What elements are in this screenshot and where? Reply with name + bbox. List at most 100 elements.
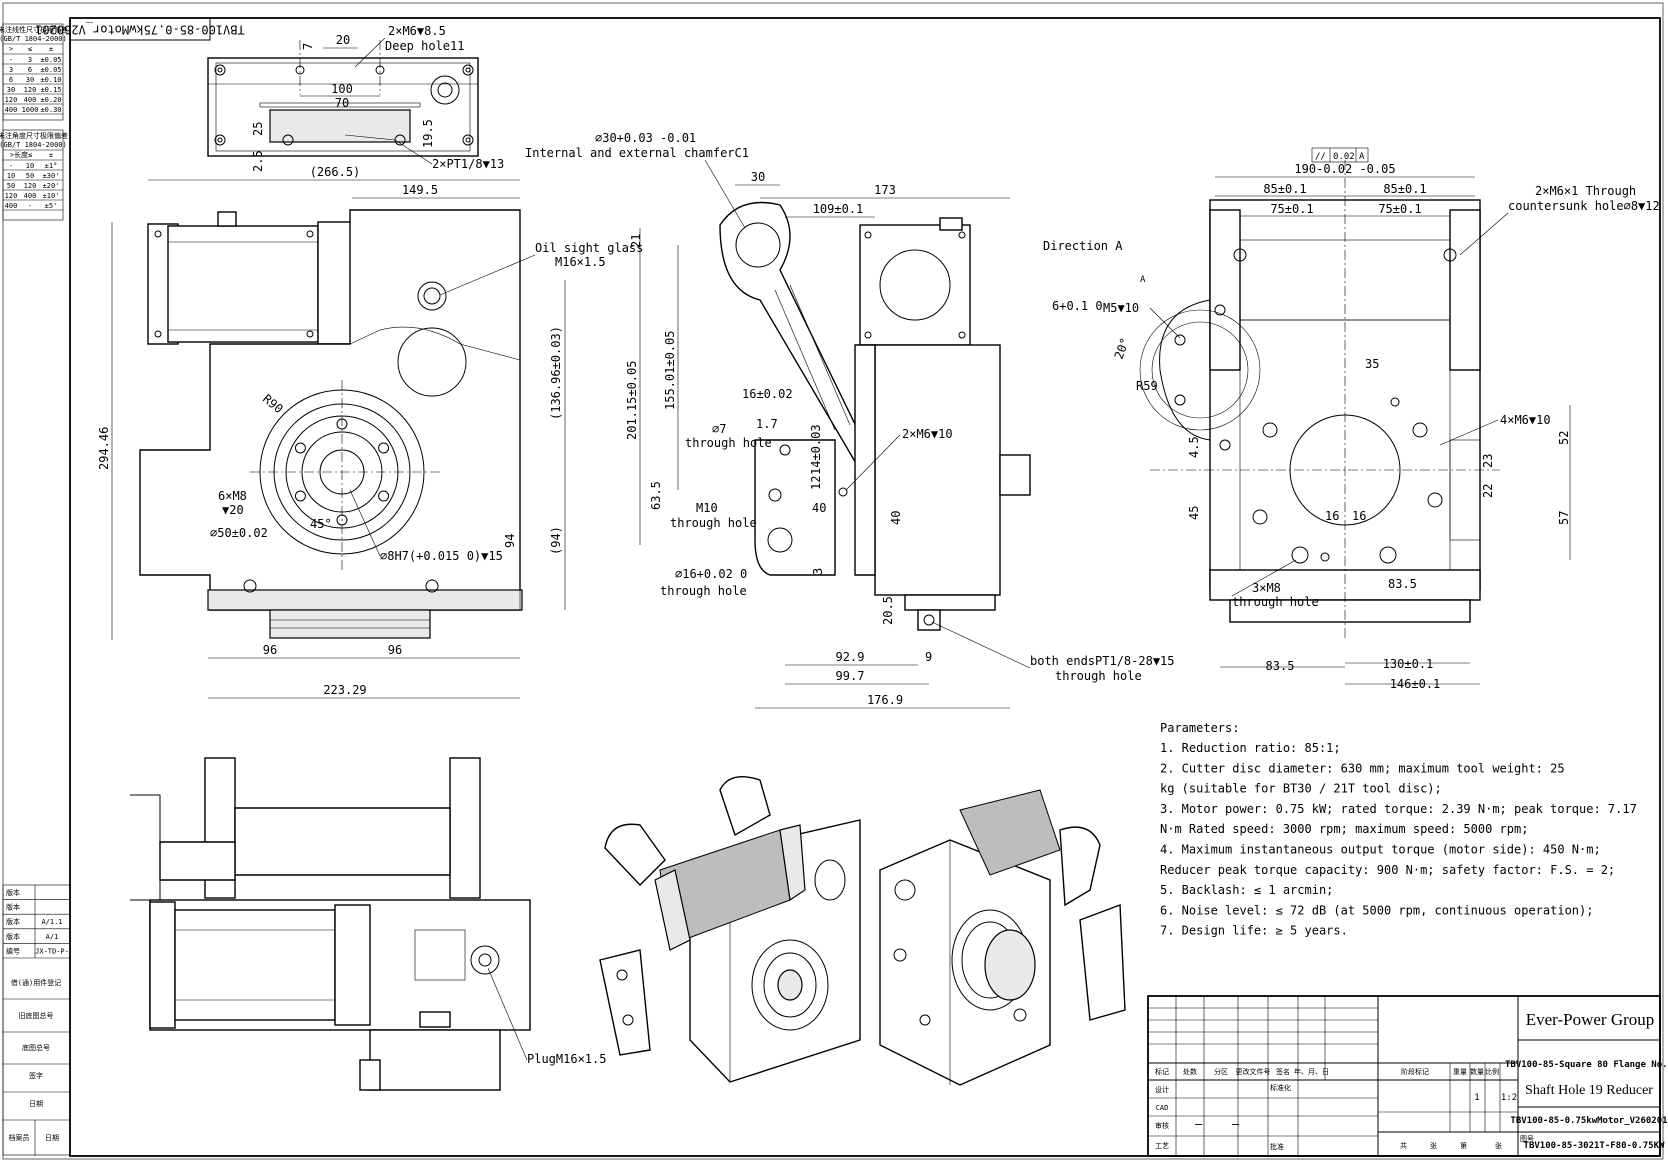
side-callout-through-hole-4: through hole [1055,669,1142,683]
dir-callout-countersunk: countersunk hole⌀8▼12 [1508,199,1660,213]
side-dim-d16: ⌀16+0.02 0 [675,567,747,581]
linear-cell: ±0.20 [40,96,61,104]
dir-dim-22: 22 [1481,484,1495,498]
linear-cell: 6 [28,66,32,74]
oil-sight-glass-label: Oil sight glass [535,241,643,255]
tb-sheet-no: 第 [1460,1141,1467,1150]
angular-cell: ±30' [43,172,60,180]
dir-datum-a: A [1140,275,1146,285]
dir-dim-20deg: 20° [1112,336,1133,361]
left-col-label: 版本 [6,932,20,941]
tb-scale: 1:2 [1501,1093,1517,1103]
side-dim-173: 173 [874,183,896,197]
tb-name-line1: TBV100-85-Square 80 Flange No.1 [1505,1060,1668,1070]
parameters-heading: Parameters: [1160,721,1239,735]
front-view: (266.5) 149.5 294.46 (136.96±0.03) (94) … [97,165,643,699]
dir-dim-146: 146±0.1 [1390,677,1441,691]
tb-dash2: — [1232,1117,1240,1131]
angular-cell: 10 [7,172,15,180]
tb-sheet-total: 共 [1400,1141,1407,1150]
left-col-label: 版本 [6,888,20,897]
front-dim-223-29: 223.29 [323,683,366,697]
side-dim-40-h: 40 [812,501,826,515]
front-dim-94: 94 [503,534,517,548]
tb-row-label: 审核 [1155,1121,1169,1130]
front-callout-depth20: ▼20 [222,503,244,517]
front-dim-266-5: (266.5) [310,165,361,179]
tb-rev-header: 处数 [1183,1067,1197,1076]
linear-cell: 120 [5,96,18,104]
bolt-hole [294,442,306,454]
side-dim-m10: M10 [696,501,718,515]
dir-dim-75-right: 75±0.1 [1378,202,1421,216]
side-dim-d30: ⌀30+0.03 -0.01 [595,131,696,145]
linear-cell: ±0.15 [40,86,61,94]
dir-callout-through-hole: through hole [1232,595,1319,609]
top-dim-7: 7 [301,43,315,50]
linear-cell: 120 [24,86,37,94]
linear-cell: - [9,56,13,64]
bottom-view: PlugM16×1.5 [130,757,606,1091]
angular-cell: 10 [26,162,34,170]
left-col-cell: 签字 [29,1071,43,1080]
side-dim-9: 9 [925,650,932,664]
angular-cell: - [9,162,13,170]
linear-cell: ±0.05 [40,66,61,74]
dir-dim-85-left: 85±0.1 [1263,182,1306,196]
side-dim-20-5: 20.5 [881,596,895,625]
bolt-hole [378,490,390,502]
front-dim-94-paren: (94) [549,526,563,555]
left-col-cell: 旧底图总号 [19,1011,54,1020]
top-dim-2-5: 2.5 [251,150,265,172]
left-col-value: JX-TD-P- [35,947,69,955]
tb-rev-header: 分区 [1214,1067,1228,1076]
angular-cell: ±20' [43,182,60,190]
angular-cell: 400 [5,202,18,210]
flatness-symbol: // [1315,152,1326,162]
tb-code: TBV100-85-3021T-F80-0.75KW [1524,1141,1665,1151]
side-dim-201-15: 201.15±0.05 [625,361,639,440]
tb-stage-qty: 数量 [1470,1067,1484,1076]
side-dim-92-9: 92.9 [836,650,865,664]
front-dim-96-right: 96 [388,643,402,657]
angular-cell: ±1° [45,162,58,170]
parameter-line: kg (suitable for BT30 / 21T tool disc); [1160,782,1442,796]
dir-dim-57: 57 [1557,511,1571,525]
angular-cell: 120 [24,182,37,190]
dir-callout-4xm6: 4×M6▼10 [1500,413,1551,427]
side-dim-176-9: 176.9 [867,693,903,707]
linear-cell: 3 [9,66,13,74]
tb-sheet-unit2: 张 [1495,1141,1502,1150]
tb-stage-weight: 重量 [1453,1068,1467,1076]
tb-row-label: CAD [1156,1104,1169,1112]
flatness-value: 0.02 [1333,152,1355,162]
tb-drawing-no: TBV100-85-0.75kwMotor_V260201 [1510,1116,1667,1126]
drawing-border [69,17,1661,1157]
linear-cell: ±0.10 [40,76,61,84]
dir-dim-16-a: 16 [1325,509,1339,523]
parameter-line: 1. Reduction ratio: 85:1; [1160,741,1341,755]
linear-cell: 3 [28,56,32,64]
linear-cell: 400 [5,106,18,114]
isometric-view-left [599,776,861,1083]
side-dim-12: 12 [809,476,823,490]
side-dim-14: 14±0.03 [809,424,823,475]
oil-sight-glass-thread: M16×1.5 [555,255,606,269]
left-col-cell: 日期 [29,1100,43,1108]
flatness-datum: A [1359,152,1365,162]
tb-rev-header: 标记 [1155,1067,1169,1076]
dir-callout-3xm8: 3×M8 [1252,581,1281,595]
dir-dim-r59: R59 [1136,379,1158,393]
plug-callout: PlugM16×1.5 [527,1052,606,1066]
side-view: ⌀30+0.03 -0.01 Internal and external cha… [525,131,1175,709]
dir-dim-130: 130±0.1 [1383,657,1434,671]
front-dim-d50: ⌀50±0.02 [210,526,268,540]
tb-row-label: 工艺 [1155,1142,1169,1150]
side-dim-1-7: 1.7 [756,417,778,431]
side-callout-through-hole-1: through hole [685,436,772,450]
tb-code-prefix: 图号 [1520,1135,1534,1143]
linear-cell: ±0.30 [40,106,61,114]
